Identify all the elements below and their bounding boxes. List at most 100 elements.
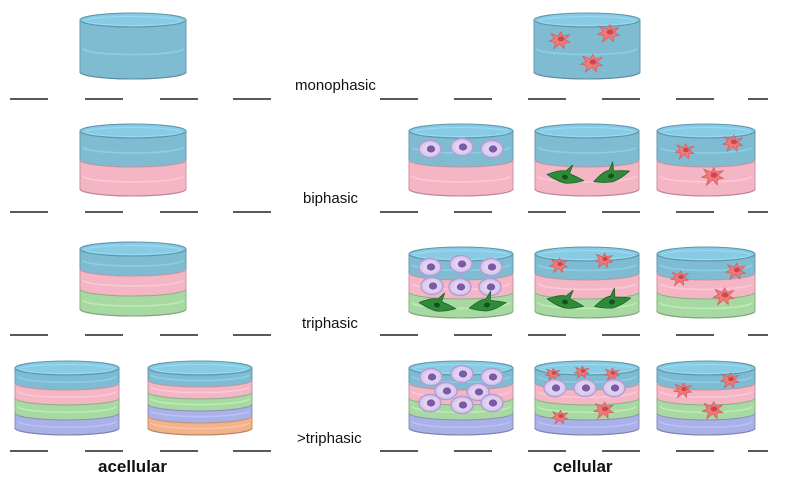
star-cell [721, 134, 744, 153]
round-cell [420, 276, 444, 296]
star-nucleus [678, 274, 684, 280]
spindle-nucleus [484, 302, 490, 308]
star-cell [719, 371, 740, 389]
star-cell [596, 23, 621, 44]
star-cell [669, 270, 690, 287]
vessel-inner-rim [538, 16, 636, 26]
vessel-top-rim [534, 123, 640, 139]
layer-highlight [659, 420, 753, 429]
star-cell [592, 401, 615, 420]
round-cell-nucleus [458, 143, 468, 151]
round-cell-nucleus [551, 384, 561, 392]
vessel-inner-rim [84, 245, 182, 255]
layer-highlight [659, 390, 753, 399]
star-cell [672, 382, 693, 399]
round-cell-nucleus [427, 373, 437, 381]
layer-highlight [411, 302, 511, 310]
layer-highlight [537, 264, 637, 272]
round-cell-nucleus [442, 387, 452, 395]
vessel-bottom-rim [14, 427, 120, 436]
vessel-bottom-rim [79, 71, 187, 80]
star-nucleus [602, 256, 608, 262]
star-nucleus [551, 371, 557, 375]
round-cell [419, 367, 443, 387]
layer-highlight [150, 410, 250, 418]
vessel-top-rim [147, 360, 253, 376]
spindle-body [418, 292, 457, 312]
star-cell [724, 262, 747, 281]
vessel-bottom-rim [408, 310, 514, 319]
round-cell [480, 367, 504, 387]
vessel-bottom-rim [408, 188, 514, 197]
round-cell [480, 139, 504, 159]
vessel-bottom-rim [408, 427, 514, 436]
vessel-bottom-rim [656, 310, 756, 319]
acellular-multiphasic-vessel-4 [14, 360, 120, 436]
vessel-inner-rim [539, 127, 635, 137]
layer-highlight [536, 48, 638, 56]
spindle-nucleus [608, 173, 614, 179]
star-nucleus [721, 292, 729, 298]
round-cell-nucleus [487, 263, 497, 271]
cellular-biphasic-vessel-spindle [534, 123, 640, 197]
cellular-multiphasic-vessel-star [656, 360, 756, 436]
spindle-cell [593, 161, 631, 183]
acellular-multiphasic-vessel-5 [147, 360, 253, 436]
layer-highlight [659, 283, 753, 291]
vessel-inner-rim [413, 127, 509, 137]
acellular-triphasic-vessel [79, 241, 187, 317]
round-cell [418, 139, 442, 159]
vessel-top-rim [79, 123, 187, 139]
vessel-bottom-rim [534, 427, 640, 436]
round-cell-nucleus [486, 283, 496, 291]
spindle-cell [468, 290, 507, 312]
vessel-top-rim [656, 123, 756, 139]
cellular-label: cellular [553, 457, 613, 476]
vessel-bottom-rim [533, 71, 641, 80]
round-cell-nucleus [428, 282, 438, 290]
layer-highlight [82, 259, 184, 267]
triphasic-label: triphasic [302, 315, 358, 332]
round-cell [480, 393, 504, 413]
vessel-top-rim [14, 360, 120, 376]
spindle-body [593, 287, 632, 309]
star-nucleus [730, 139, 738, 145]
spindle-cell [418, 292, 457, 312]
acellular-label: acellular [98, 457, 167, 476]
round-cell [449, 254, 473, 274]
star-cell [674, 142, 695, 160]
round-cell [448, 277, 472, 297]
round-cell-nucleus [581, 384, 591, 392]
layer-highlight [17, 405, 117, 414]
layer-highlight [537, 420, 637, 429]
round-cell-nucleus [457, 260, 467, 268]
layer-highlight [150, 374, 250, 382]
vessel-top-rim [408, 123, 514, 139]
layer-highlight [17, 420, 117, 429]
vessel-inner-rim [661, 127, 751, 137]
layer-highlight [17, 390, 117, 399]
spindle-nucleus [434, 302, 440, 308]
vessel-bottom-rim [534, 310, 640, 319]
layer-highlight [537, 405, 637, 414]
star-nucleus [589, 59, 597, 65]
layer-highlight [659, 146, 753, 154]
star-nucleus [606, 29, 614, 35]
vessel-inner-rim [84, 127, 182, 137]
layer-highlight [537, 146, 637, 154]
cellular-multiphasic-vessel-round [408, 360, 514, 436]
layer-highlight [537, 175, 637, 183]
round-cell [434, 381, 458, 401]
star-cell [579, 53, 604, 74]
layer-highlight [17, 375, 117, 384]
biphasic-label: biphasic [303, 190, 359, 207]
vessel-bottom-rim [79, 188, 187, 197]
cellular-monophasic-vessel [533, 12, 641, 80]
round-cell [450, 137, 474, 157]
star-nucleus [557, 36, 565, 42]
round-cell-nucleus [610, 384, 620, 392]
star-cell [548, 257, 569, 274]
cellular-biphasic-vessel-round [408, 123, 514, 197]
